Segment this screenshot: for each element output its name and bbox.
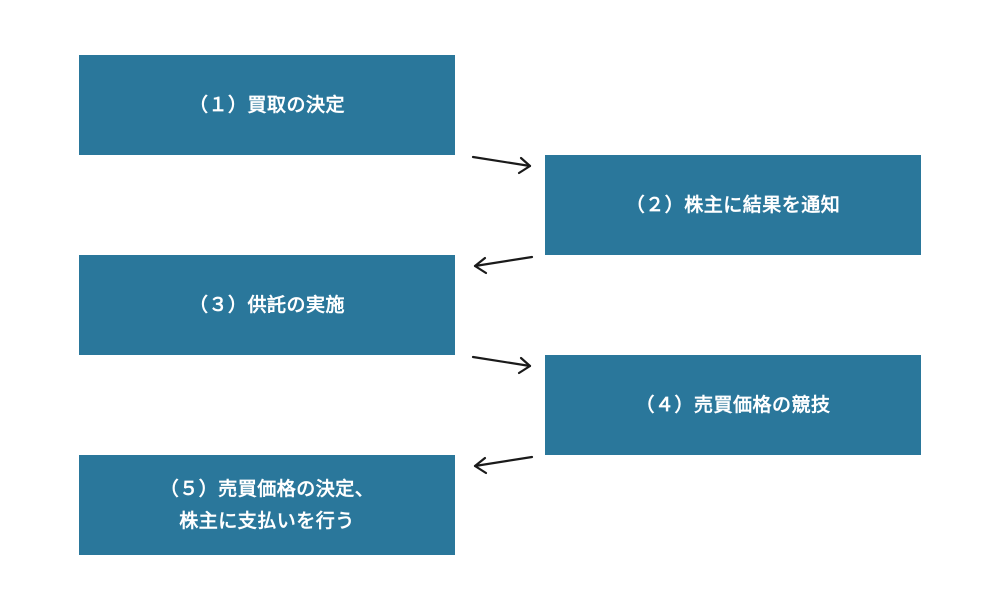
arrow-4-to-5-head (473, 456, 488, 475)
step-3-line-1: （３）供託の実施 (188, 294, 345, 316)
step-2-box: （２）株主に結果を通知 (545, 155, 921, 255)
arrow-step-1-to-2 (471, 155, 532, 175)
step-4-line-1: （４）売買価格の競技 (635, 394, 831, 416)
arrow-1-to-2-head (517, 156, 532, 175)
arrow-step-4-to-5 (473, 455, 534, 475)
arrow-2-to-3-shaft (473, 255, 534, 268)
arrow-4-to-5-shaft (473, 455, 534, 468)
step-3-label: （３）供託の実施 (189, 289, 345, 321)
step-5-line-1: （５）売買価格の決定、 (159, 478, 375, 500)
step-1-label: （１）買取の決定 (189, 89, 345, 121)
arrow-step-3-to-4 (471, 355, 532, 375)
arrow-step-2-to-3 (473, 255, 534, 275)
step-4-box: （４）売買価格の競技 (545, 355, 921, 455)
step-5-box: （５）売買価格の決定、 株主に支払いを行う (79, 455, 455, 555)
step-2-line-1: （２）株主に結果を通知 (625, 194, 841, 216)
step-2-label: （２）株主に結果を通知 (626, 189, 841, 221)
arrow-2-to-3-head (473, 256, 488, 275)
step-1-box: （１）買取の決定 (79, 55, 455, 155)
step-5-line-2: 株主に支払いを行う (179, 510, 355, 532)
arrow-3-to-4-head (517, 356, 532, 375)
step-5-label: （５）売買価格の決定、 株主に支払いを行う (160, 473, 375, 537)
arrow-1-to-2-shaft (471, 155, 532, 168)
step-1-line-1: （１）買取の決定 (188, 94, 345, 116)
step-4-label: （４）売買価格の競技 (635, 389, 830, 421)
arrow-3-to-4-shaft (471, 355, 532, 368)
step-3-box: （３）供託の実施 (79, 255, 455, 355)
